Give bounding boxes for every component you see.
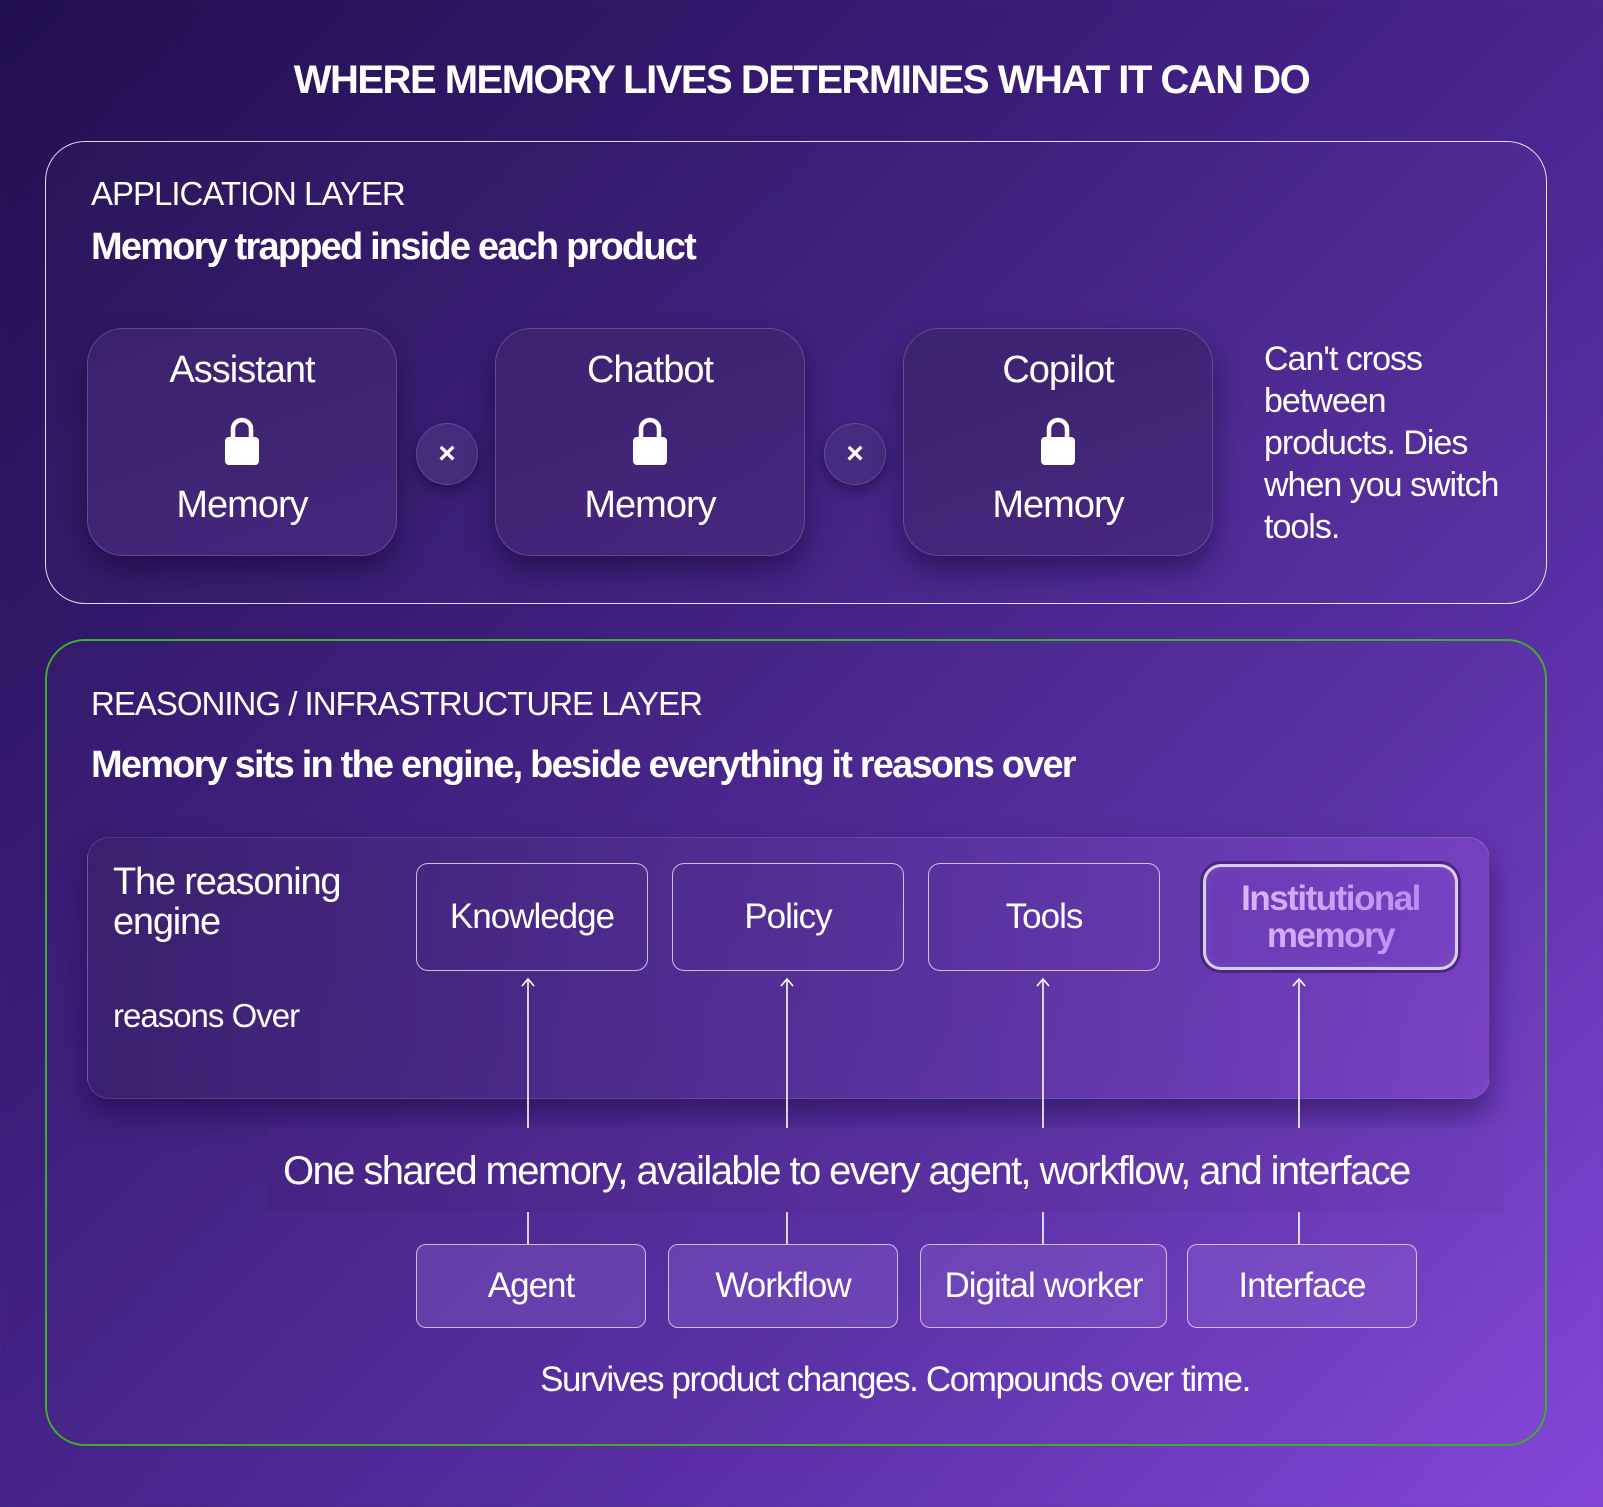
reasoning-layer-label: REASONING / INFRASTRUCTURE LAYER bbox=[91, 685, 703, 722]
separator-x-icon: × bbox=[416, 423, 478, 485]
engine-subtitle: reasons Over bbox=[113, 997, 300, 1034]
product-name: Assistant bbox=[169, 349, 315, 391]
separator-x-icon: × bbox=[824, 423, 886, 485]
product-card-assistant: Assistant Memory bbox=[87, 328, 397, 556]
resource-knowledge: Knowledge bbox=[416, 863, 648, 971]
resource-policy: Policy bbox=[672, 863, 904, 971]
application-layer-label: APPLICATION LAYER bbox=[91, 175, 406, 212]
product-card-copilot: Copilot Memory bbox=[903, 328, 1213, 556]
shared-memory-banner bbox=[267, 1128, 1503, 1212]
product-name: Copilot bbox=[1002, 349, 1114, 391]
application-layer-subtitle: Memory trapped inside each product bbox=[91, 226, 697, 268]
reasoning-layer-footer: Survives product changes. Compounds over… bbox=[540, 1360, 1251, 1399]
consumer-digital-worker: Digital worker bbox=[920, 1244, 1167, 1328]
reasoning-layer-panel bbox=[45, 639, 1547, 1446]
application-layer-panel bbox=[45, 141, 1547, 604]
resource-tools: Tools bbox=[928, 863, 1160, 971]
lock-icon bbox=[1041, 417, 1075, 465]
product-memory-label: Memory bbox=[992, 484, 1124, 526]
institutional-memory-label: Institutional memory bbox=[1226, 880, 1436, 954]
application-layer-note: Can't cross between products. Dies when … bbox=[1264, 340, 1499, 546]
consumer-agent: Agent bbox=[416, 1244, 646, 1328]
engine-title: The reasoning engine bbox=[113, 861, 342, 943]
product-card-chatbot: Chatbot Memory bbox=[495, 328, 805, 556]
consumer-interface: Interface bbox=[1187, 1244, 1417, 1328]
lock-icon bbox=[225, 417, 259, 465]
product-memory-label: Memory bbox=[584, 484, 716, 526]
page-title: WHERE MEMORY LIVES DETERMINES WHAT IT CA… bbox=[293, 58, 1311, 102]
lock-icon bbox=[633, 417, 667, 465]
consumer-workflow: Workflow bbox=[668, 1244, 898, 1328]
product-name: Chatbot bbox=[586, 349, 714, 391]
product-memory-label: Memory bbox=[176, 484, 308, 526]
reasoning-layer-subtitle: Memory sits in the engine, beside everyt… bbox=[91, 744, 1077, 786]
shared-memory-text: One shared memory, available to every ag… bbox=[283, 1149, 1411, 1193]
resource-institutional-memory: Institutional memory bbox=[1203, 864, 1458, 970]
